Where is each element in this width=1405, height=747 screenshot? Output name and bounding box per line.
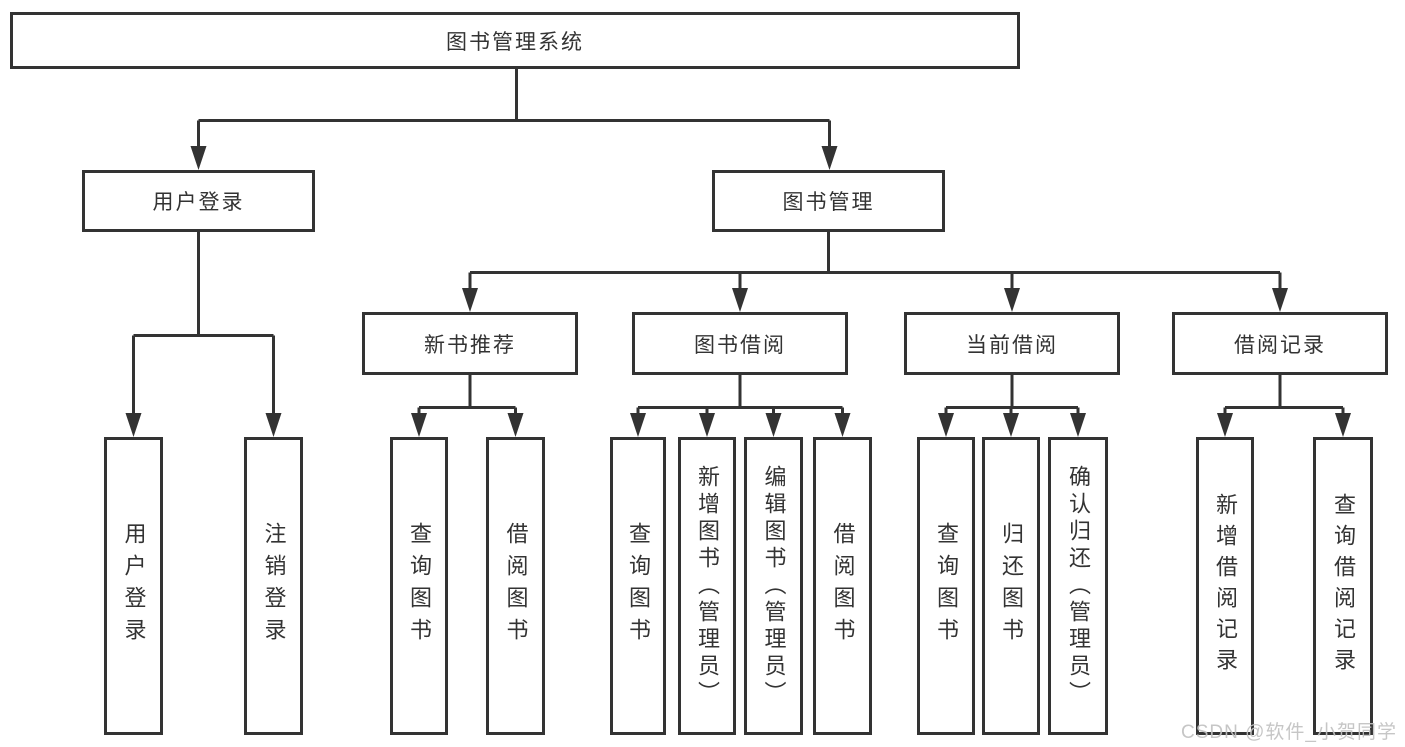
node-query-book-recommend-label: 查询图书 [407, 522, 432, 650]
node-current-borrow: 当前借阅 [904, 312, 1120, 375]
node-edit-book-admin: 编辑图书（管理员） [744, 437, 803, 735]
node-user-login-group: 用户登录 [82, 170, 315, 232]
node-book-management: 图书管理 [712, 170, 945, 232]
node-query-borrow-record-label: 查询借阅记录 [1331, 493, 1356, 679]
node-query-book-current-label: 查询图书 [934, 522, 959, 650]
node-logout: 注销登录 [244, 437, 303, 735]
node-borrow-records-label: 借阅记录 [1234, 333, 1326, 357]
node-current-borrow-label: 当前借阅 [966, 333, 1058, 357]
node-root: 图书管理系统 [10, 12, 1020, 69]
node-logout-label: 注销登录 [261, 522, 287, 650]
node-borrow-records: 借阅记录 [1172, 312, 1388, 375]
node-book-borrow: 图书借阅 [632, 312, 848, 375]
node-borrow-book-recommend-label: 借阅图书 [503, 522, 529, 650]
node-user-login: 用户登录 [104, 437, 163, 735]
node-confirm-return-admin-label: 确认归还（管理员） [1066, 464, 1091, 708]
node-user-login-label: 用户登录 [121, 522, 147, 650]
node-edit-book-admin-label: 编辑图书（管理员） [761, 464, 787, 708]
node-add-borrow-record-label: 新增借阅记录 [1213, 493, 1238, 679]
node-borrow-book-recommend: 借阅图书 [486, 437, 545, 735]
node-query-book-borrow: 查询图书 [610, 437, 666, 735]
node-root-label: 图书管理系统 [446, 30, 584, 54]
node-user-login-group-label: 用户登录 [152, 191, 245, 214]
node-confirm-return-admin: 确认归还（管理员） [1048, 437, 1108, 735]
node-borrow-book-label: 借阅图书 [830, 522, 856, 650]
node-add-book-admin: 新增图书（管理员） [678, 437, 736, 735]
node-book-borrow-label: 图书借阅 [694, 333, 786, 357]
node-query-book-borrow-label: 查询图书 [626, 522, 651, 650]
node-new-book-recommend: 新书推荐 [362, 312, 578, 375]
node-return-book: 归还图书 [982, 437, 1040, 735]
node-book-management-label: 图书管理 [782, 191, 875, 214]
node-query-book-recommend: 查询图书 [390, 437, 448, 735]
watermark: CSDN @软件_小贺同学 [1181, 722, 1397, 743]
node-borrow-book: 借阅图书 [813, 437, 872, 735]
node-query-borrow-record: 查询借阅记录 [1313, 437, 1373, 735]
arrowheads [125, 146, 1351, 437]
node-return-book-label: 归还图书 [999, 522, 1024, 650]
node-query-book-current: 查询图书 [917, 437, 975, 735]
node-add-borrow-record: 新增借阅记录 [1196, 437, 1254, 735]
node-new-book-recommend-label: 新书推荐 [424, 333, 516, 357]
node-add-book-admin-label: 新增图书（管理员） [695, 464, 720, 708]
